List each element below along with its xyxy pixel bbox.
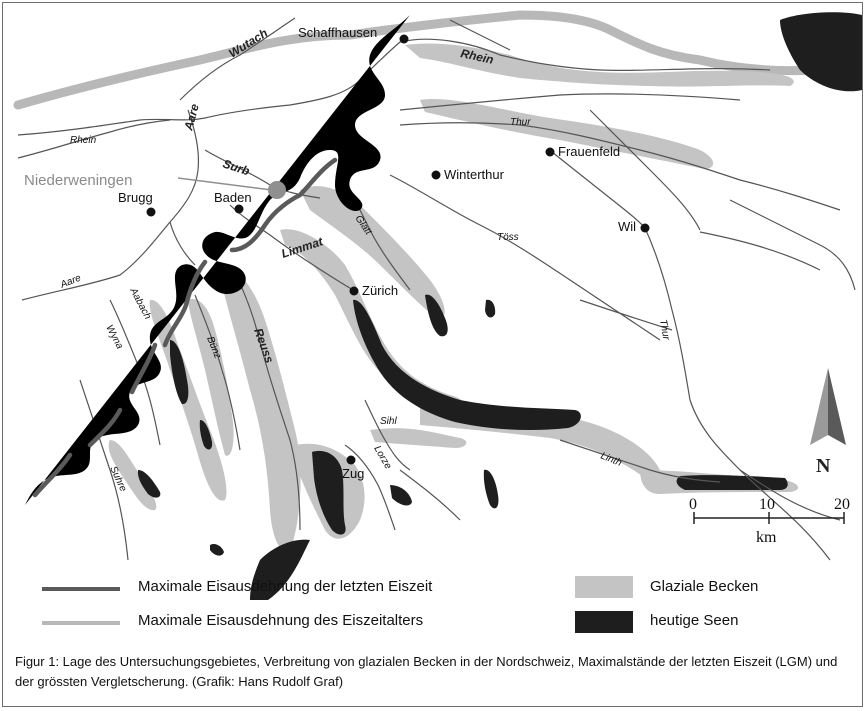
legend-swatch-basins	[575, 576, 633, 598]
basin-rhein	[405, 43, 794, 87]
city-label-schaffhausen: Schaffhausen	[298, 25, 377, 40]
city-label-zug: Zug	[342, 466, 364, 481]
city-dot-frauenfeld	[545, 147, 555, 157]
scale-tick-20: 20	[834, 496, 850, 513]
legend-swatch-max-ice	[42, 621, 120, 625]
river-misc-3	[699, 231, 821, 271]
basin-wyna	[149, 299, 227, 501]
legend-label-lakes: heutige Seen	[650, 612, 739, 629]
river-suhre	[79, 379, 129, 561]
scale-unit: km	[756, 529, 777, 546]
lake-vierwaldstaettersee	[250, 539, 310, 600]
river-label-rhein-top: Rhein	[459, 46, 495, 67]
scale-bar: 0 10 20 km	[689, 496, 850, 546]
lake-zuerichsee	[353, 299, 581, 430]
river-label-rhein-left: Rhein	[70, 135, 97, 146]
river-label-aare-top: Aare	[181, 102, 202, 133]
city-dot-brugg	[146, 207, 156, 217]
river-label-toess: Töss	[497, 232, 519, 243]
city-label-baden: Baden	[214, 190, 252, 205]
river-linth	[559, 439, 721, 483]
city-label-wil: Wil	[618, 219, 636, 234]
city-dot-zug	[346, 455, 356, 465]
river-misc-4	[579, 299, 673, 331]
legend-label-max-ice: Maximale Eisausdehnung des Eiszeitalters	[138, 612, 424, 629]
river-sihl-up	[399, 469, 461, 521]
lake-walensee	[676, 475, 788, 490]
river-east	[399, 93, 741, 111]
river-thur	[399, 122, 841, 211]
city-dot-winterthur	[431, 170, 441, 180]
river-misc-1	[589, 109, 701, 231]
river-thur-south	[644, 227, 831, 561]
basin-limmat	[280, 229, 465, 412]
city-dot-baden	[234, 204, 244, 214]
legend-swatch-lakes	[575, 611, 633, 633]
river-sihl	[364, 399, 411, 471]
glacial-basins	[108, 43, 799, 551]
river-label-surb: Surb	[221, 157, 251, 179]
lake-sempachersee	[137, 470, 161, 498]
lake-baldeggersee	[199, 420, 213, 450]
lgm-extent-line	[25, 15, 410, 505]
site-label-niederweningen: Niederweningen	[24, 172, 132, 189]
site-marker	[268, 181, 286, 199]
north-arrow-right	[828, 368, 846, 445]
legend-swatch-lgm	[42, 587, 120, 591]
north-label: N	[816, 455, 831, 477]
lake-bodensee	[780, 12, 862, 92]
basin-sihl	[370, 428, 467, 448]
scale-tick-0: 0	[689, 496, 697, 513]
city-label-winterthur: Winterthur	[444, 167, 505, 182]
river-north	[449, 19, 511, 51]
present-lakes	[137, 12, 862, 600]
city-label-frauenfeld: Frauenfeld	[558, 144, 620, 159]
scale-tick-10: 10	[759, 496, 775, 513]
city-label-brugg: Brugg	[118, 190, 153, 205]
river-label-thur-top: Thur	[510, 117, 531, 128]
lake-small-south	[210, 543, 224, 556]
river-label-aabach: Aabach	[127, 285, 153, 321]
basin-thur	[420, 99, 714, 169]
city-dot-zuerich	[349, 286, 359, 296]
north-arrow-left	[810, 368, 828, 445]
legend-label-lgm: Maximale Eisausdehnung der letzten Eisze…	[138, 578, 433, 595]
river-misc-5	[739, 469, 841, 521]
city-label-zuerich: Zürich	[362, 283, 398, 298]
river-misc-2	[729, 199, 856, 291]
river-toess	[389, 174, 661, 341]
river-lorze	[344, 444, 396, 531]
max-ice-extent-line	[13, 10, 825, 110]
lake-hallwilersee	[170, 340, 189, 405]
north-arrow: N	[810, 368, 846, 477]
lgm-extent-loops	[32, 157, 338, 498]
lake-sihlsee	[483, 469, 499, 509]
river-wutach	[179, 17, 296, 101]
river-murg	[551, 151, 646, 229]
river-label-sihl: Sihl	[380, 416, 397, 427]
lake-pfaeffikersee	[485, 299, 496, 318]
basin-glatt	[300, 186, 445, 320]
lake-greifensee	[425, 294, 448, 337]
map: Schaffhausen Winterthur Frauenfeld Brugg…	[13, 10, 862, 600]
river-aare	[21, 109, 200, 301]
river-limmat	[229, 204, 354, 291]
river-reuss	[229, 264, 301, 531]
basin-reuss	[222, 269, 301, 551]
river-buenz	[194, 294, 241, 451]
site-leader-line	[177, 177, 273, 191]
river-label-thur-right: Thur	[657, 319, 672, 342]
basin-suhre	[108, 440, 157, 511]
city-dot-schaffhausen	[399, 34, 409, 44]
lake-zugersee	[312, 450, 346, 535]
figure-caption: Figur 1: Lage des Untersuchungsgebietes,…	[15, 654, 838, 689]
city-dot-wil	[640, 223, 650, 233]
lake-aegerisee	[390, 485, 412, 506]
city-markers	[146, 34, 650, 465]
river-aare-south	[169, 221, 196, 266]
legend-label-basins: Glaziale Becken	[650, 578, 759, 595]
river-rhein-west	[17, 119, 171, 159]
basin-seetal	[188, 299, 234, 456]
